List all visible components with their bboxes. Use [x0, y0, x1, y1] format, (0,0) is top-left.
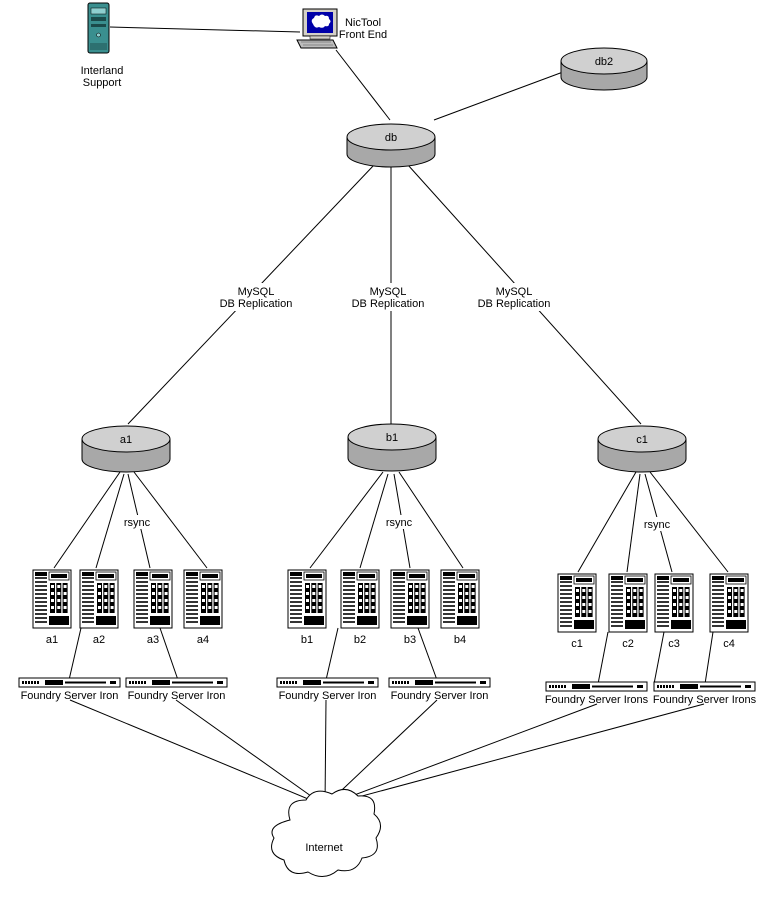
server-b1: b1 [287, 569, 327, 646]
server-c2: c2 [608, 573, 648, 650]
switch-label: Foundry Server Iron [128, 690, 226, 702]
replication-middle-line2: DB Replication [352, 298, 425, 310]
internet-cloud: Internet [271, 789, 381, 877]
frontend-label-line2: Front End [339, 29, 387, 41]
c1-db-label: c1 [636, 434, 648, 446]
switch-a-left: Foundry Server Iron [18, 677, 121, 702]
replication-label-left: MySQL DB Replication [217, 283, 295, 311]
rsync-label-b: rsync [386, 517, 413, 529]
server-tower-icon [390, 569, 430, 629]
switch-label: Foundry Server Iron [21, 690, 119, 702]
server-label: a2 [93, 634, 105, 646]
server-tower-icon [287, 569, 327, 629]
switch-c-right: Foundry Server Irons [653, 681, 757, 706]
replication-label-right: MySQL DB Replication [475, 283, 553, 311]
server-tower-icon [340, 569, 380, 629]
server-a3: a3 [133, 569, 173, 646]
server-label: b4 [454, 634, 466, 646]
server-iron-switch-icon [276, 677, 379, 688]
server-label: a1 [46, 634, 58, 646]
server-iron-switch-icon [388, 677, 491, 688]
db-label: db [385, 132, 397, 144]
server-c1: c1 [557, 573, 597, 650]
server-tower-icon [557, 573, 597, 633]
server-tower-icon [608, 573, 648, 633]
server-tower-icon [183, 569, 223, 629]
server-a2: a2 [79, 569, 119, 646]
server-label: c2 [622, 638, 634, 650]
internet-label: Internet [305, 842, 342, 854]
interland-support-node: Interland Support [81, 2, 124, 89]
server-b2: b2 [340, 569, 380, 646]
server-label: b3 [404, 634, 416, 646]
server-tower-icon [32, 569, 72, 629]
replication-right-line2: DB Replication [478, 298, 551, 310]
server-label: c4 [723, 638, 735, 650]
switches-layer: Foundry Server Iron Foundry Server Iron Fo… [18, 677, 757, 706]
server-b3: b3 [390, 569, 430, 646]
switch-label: Foundry Server Iron [279, 690, 377, 702]
db2-label: db2 [595, 56, 613, 68]
server-tower-icon [133, 569, 173, 629]
server-iron-switch-icon [125, 677, 228, 688]
rsync-label-a: rsync [124, 517, 151, 529]
replication-left-line2: DB Replication [220, 298, 293, 310]
server-label: c3 [668, 638, 680, 650]
server-label: b1 [301, 634, 313, 646]
nictool-frontend-node: NicTool Front End [296, 8, 387, 49]
server-tower-icon [654, 573, 694, 633]
server-a1: a1 [32, 569, 72, 646]
db-c1-cylinder: c1 [597, 425, 687, 473]
tower-server-icon [87, 2, 110, 54]
server-label: a4 [197, 634, 209, 646]
switch-b-right: Foundry Server Iron [388, 677, 491, 702]
server-label: b2 [354, 634, 366, 646]
server-label: a3 [147, 634, 159, 646]
server-tower-icon [440, 569, 480, 629]
switch-b-left: Foundry Server Iron [276, 677, 379, 702]
frontend-label-line1: NicTool [345, 17, 381, 29]
db-a1-cylinder: a1 [81, 425, 171, 473]
switch-label: Foundry Server Irons [653, 694, 757, 706]
server-label: c1 [571, 638, 583, 650]
rsync-label-c: rsync [644, 519, 671, 531]
db-main-cylinder: db [346, 123, 436, 168]
interland-label-line1: Interland [81, 65, 124, 77]
server-tower-icon [79, 569, 119, 629]
server-iron-switch-icon [18, 677, 121, 688]
server-iron-switch-icon [653, 681, 756, 692]
replication-label-middle: MySQL DB Replication [349, 283, 427, 311]
server-c3: c3 [654, 573, 694, 650]
switch-label: Foundry Server Iron [391, 690, 489, 702]
server-a4: a4 [183, 569, 223, 646]
db-b1-cylinder: b1 [347, 423, 437, 472]
server-tower-icon [709, 573, 749, 633]
server-c4: c4 [709, 573, 749, 650]
a1-db-label: a1 [120, 434, 132, 446]
server-iron-switch-icon [545, 681, 648, 692]
replication-left-line1: MySQL [238, 286, 275, 298]
db-db2-cylinder: db2 [560, 47, 648, 91]
b1-db-label: b1 [386, 432, 398, 444]
workstation-icon [296, 8, 338, 49]
server-b4: b4 [440, 569, 480, 646]
switch-c-left: Foundry Server Irons [545, 681, 649, 706]
interland-label-line2: Support [83, 77, 122, 89]
replication-right-line1: MySQL [496, 286, 533, 298]
servers-layer: a1 a2 a3 a4 b1 b2 b3 b4 c1 c2 c3 c4 [32, 569, 749, 650]
switch-a-right: Foundry Server Iron [125, 677, 228, 702]
switch-label: Foundry Server Irons [545, 694, 649, 706]
replication-middle-line1: MySQL [370, 286, 407, 298]
